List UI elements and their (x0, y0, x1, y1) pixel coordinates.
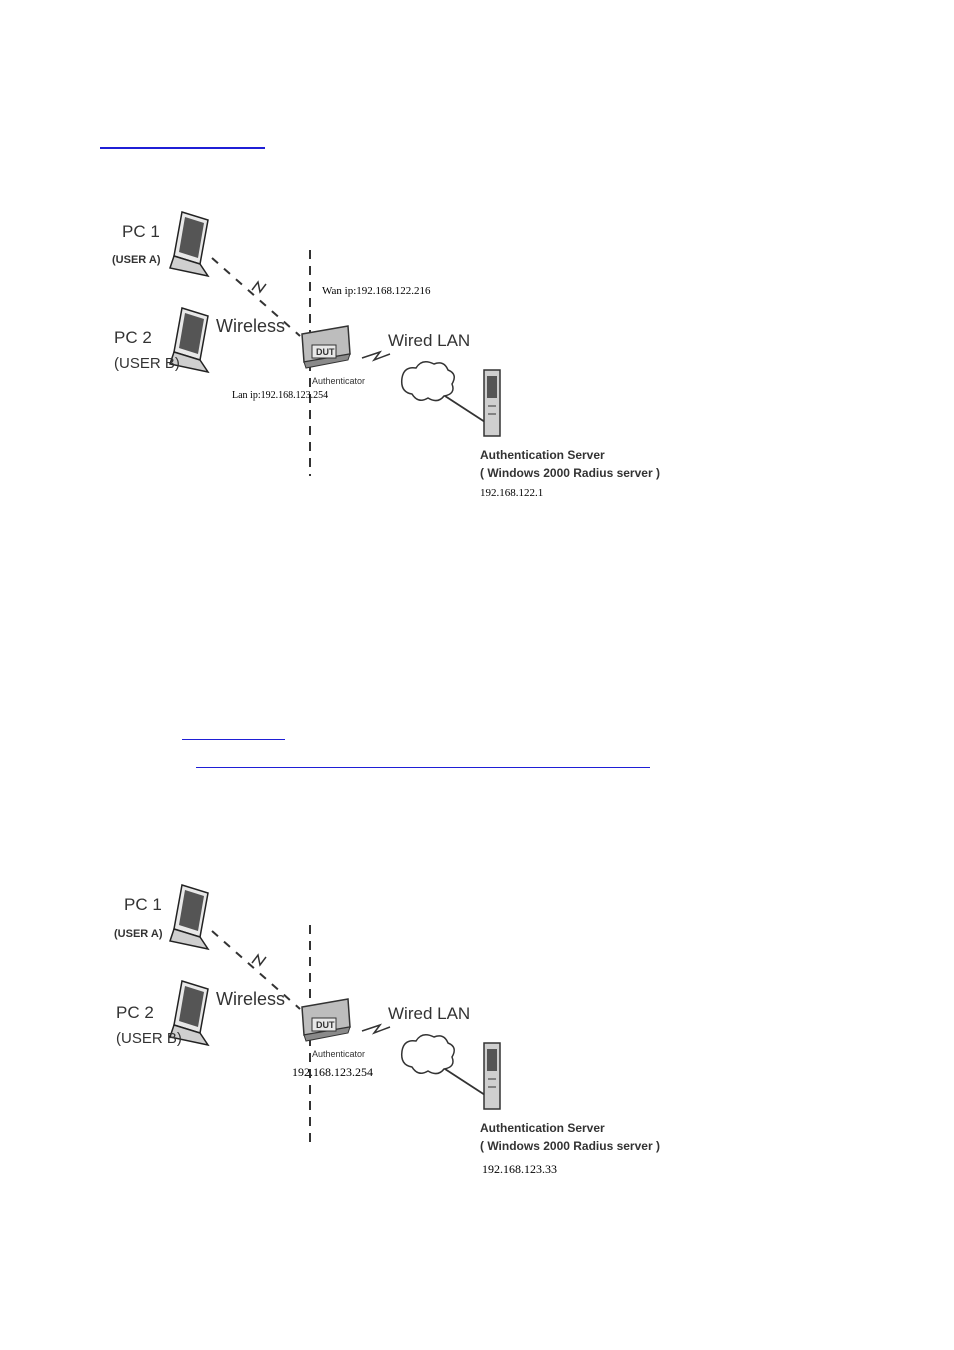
server-ip: 192.168.122.1 (480, 487, 543, 499)
pc2-user: (USER B) (116, 1030, 182, 1047)
device-role: Authenticator (312, 1049, 365, 1059)
server-title: Authentication Server (480, 1121, 605, 1135)
network-diagram-2: PC 1 (USER A) PC 2 (USER B) Wireless DUT… (100, 873, 660, 1183)
cloud-icon (400, 1034, 455, 1075)
pc1-user: (USER A) (112, 254, 161, 266)
network-diagram-1: PC 1 (USER A) PC 2 (USER B) Wireless Wan… (100, 200, 660, 510)
server-icon (483, 1042, 501, 1110)
diagram-1-svg: PC 1 (USER A) PC 2 (USER B) Wireless Wan… (112, 211, 660, 499)
wired-lan-label: Wired LAN (388, 1004, 470, 1023)
device-role: Authenticator (312, 376, 365, 386)
server-subtitle: ( Windows 2000 Radius server ) (480, 1139, 660, 1153)
wan-ip-label: Wan ip:192.168.122.216 (322, 285, 431, 297)
device-label: DUT (316, 1020, 335, 1030)
router-icon (301, 325, 351, 369)
laptop-icon (169, 884, 210, 951)
pc2-user: (USER B) (114, 355, 180, 372)
server-icon (483, 369, 501, 437)
wireless-label: Wireless (216, 989, 285, 1009)
link-underline-top[interactable] (100, 147, 265, 149)
signal-icon (251, 953, 267, 967)
server-subtitle: ( Windows 2000 Radius server ) (480, 466, 660, 480)
laptop-icon (169, 307, 210, 374)
signal-icon (361, 1023, 391, 1035)
wireless-link (211, 257, 301, 337)
link-underline-mid[interactable] (182, 739, 285, 740)
lan-ip-label: Lan ip:192.168.123.254 (232, 390, 328, 401)
pc1-label: PC 1 (124, 895, 162, 914)
device-label: DUT (316, 347, 335, 357)
server-title: Authentication Server (480, 448, 605, 462)
device-ip: 192.168.123.254 (292, 1065, 373, 1079)
laptop-icon (169, 980, 210, 1047)
pc1-user: (USER A) (114, 928, 163, 940)
pc1-label: PC 1 (122, 222, 160, 241)
router-icon (301, 998, 351, 1042)
diagram-2-svg: PC 1 (USER A) PC 2 (USER B) Wireless DUT… (114, 884, 660, 1176)
server-ip: 192.168.123.33 (482, 1162, 557, 1176)
wired-link (444, 1068, 486, 1096)
signal-icon (361, 350, 391, 362)
wireless-label: Wireless (216, 316, 285, 336)
wired-lan-label: Wired LAN (388, 331, 470, 350)
cloud-icon (400, 361, 455, 402)
pc2-label: PC 2 (116, 1003, 154, 1022)
wired-link (444, 395, 486, 423)
link-underline-long[interactable] (196, 767, 650, 768)
wireless-link (211, 930, 301, 1010)
laptop-icon (169, 211, 210, 278)
pc2-label: PC 2 (114, 328, 152, 347)
signal-icon (251, 280, 267, 294)
